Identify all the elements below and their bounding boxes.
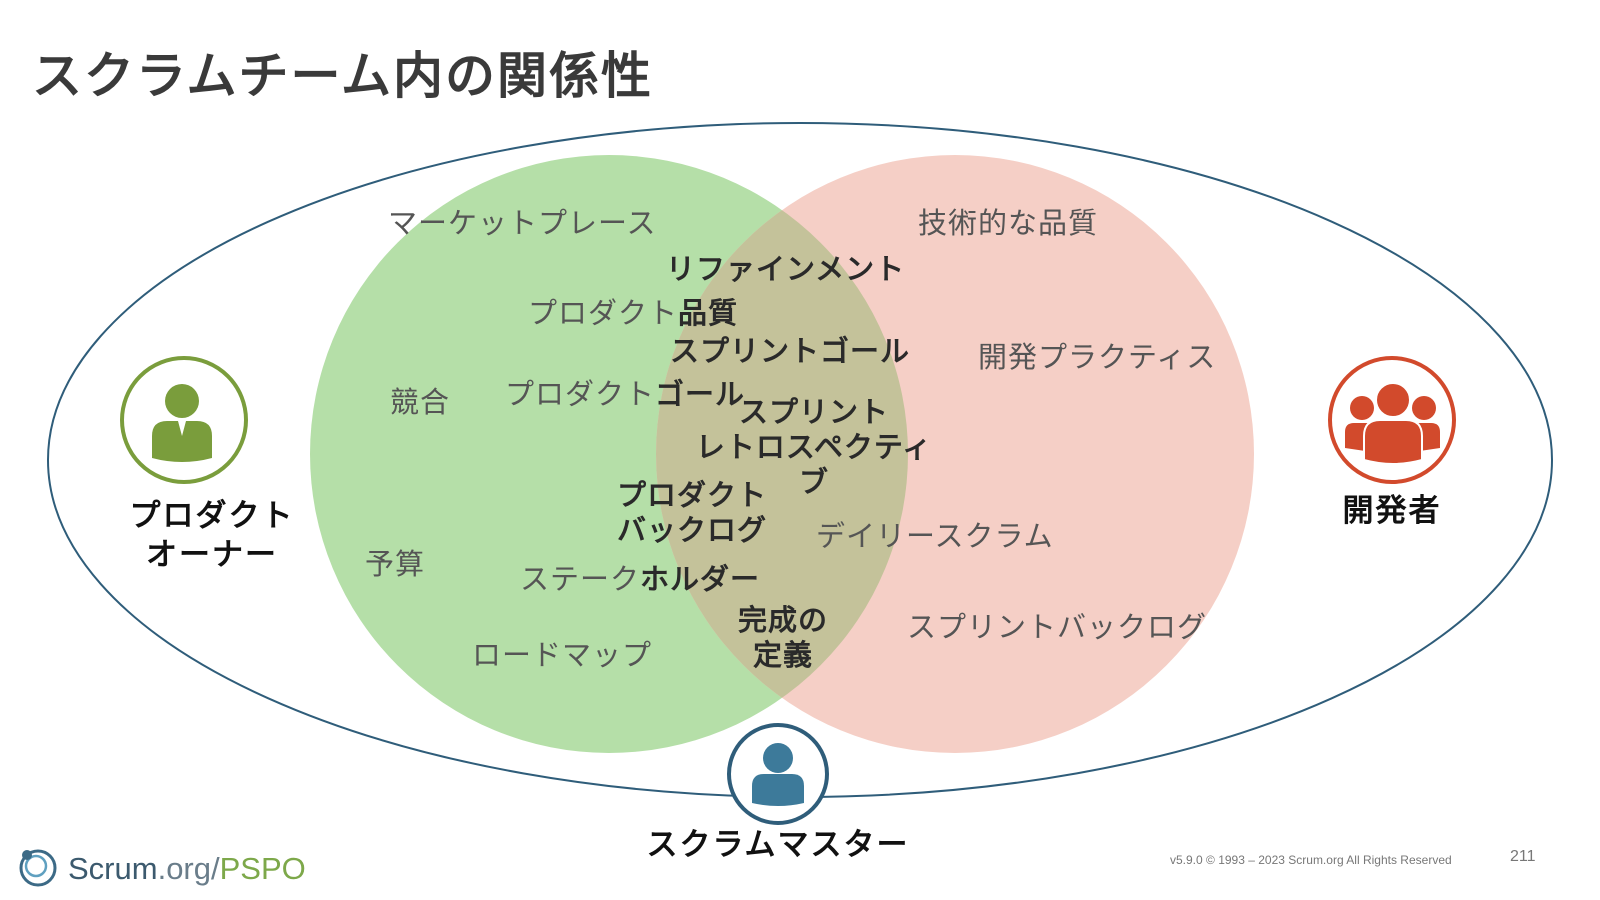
brand-pspo: PSPO [219, 851, 306, 886]
label-product-backlog: プロダクト バックログ [617, 478, 768, 547]
label-sprint-goal: スプリントゴール [670, 334, 911, 368]
label-marketplace: マーケットプレース [388, 206, 657, 240]
product-owner-icon [120, 356, 248, 484]
label-product-goal-part1: プロダクト [505, 377, 656, 411]
label-product-quality-part1: プロダクト [528, 296, 679, 330]
label-product-quality: プロダクト品質 [528, 296, 738, 331]
copyright: v5.9.0 © 1993 – 2023 Scrum.org All Right… [1170, 853, 1452, 867]
role-developers: 開発者 [1342, 493, 1442, 529]
label-technical-quality: 技術的な品質 [918, 206, 1099, 240]
label-stakeholders-part2: ホルダー [640, 562, 761, 596]
role-scrum-master: スクラムマスター [646, 827, 910, 863]
scrum-master-icon [727, 723, 829, 825]
label-dev-practices: 開発プラクティス [978, 340, 1217, 374]
label-daily-scrum: デイリースクラム [816, 519, 1054, 553]
label-sprint-backlog: スプリントバックログ [907, 610, 1208, 644]
label-budget: 予算 [365, 547, 426, 581]
label-stakeholders: ステークホルダー [520, 562, 760, 597]
label-product-goal-part2: ゴール [655, 377, 746, 411]
overlap-region [656, 155, 908, 753]
page-number: 211 [1510, 848, 1536, 865]
label-roadmap: ロードマップ [472, 638, 653, 672]
label-definition-of-done: 完成の 定義 [737, 603, 828, 672]
brand-org: .org/ [157, 851, 220, 886]
label-refinement: リファインメント [666, 252, 906, 286]
label-stakeholders-part1: ステーク [520, 562, 641, 596]
label-competition: 競合 [390, 385, 451, 419]
scrum-logo-icon [19, 849, 57, 887]
role-product-owner: プロダクト オーナー [129, 498, 295, 573]
scrum-org-logo: Scrum.org/PSPO [16, 846, 306, 892]
label-sprint-retrospective: スプリント レトロスペクティブ [695, 395, 933, 499]
developers-group-icon [1328, 356, 1456, 484]
page-title: スクラムチーム内の関係性 [32, 47, 653, 105]
brand-scrum: Scrum [68, 851, 158, 886]
label-product-goal: プロダクトゴール [505, 377, 745, 412]
label-product-quality-part2: 品質 [678, 296, 739, 330]
